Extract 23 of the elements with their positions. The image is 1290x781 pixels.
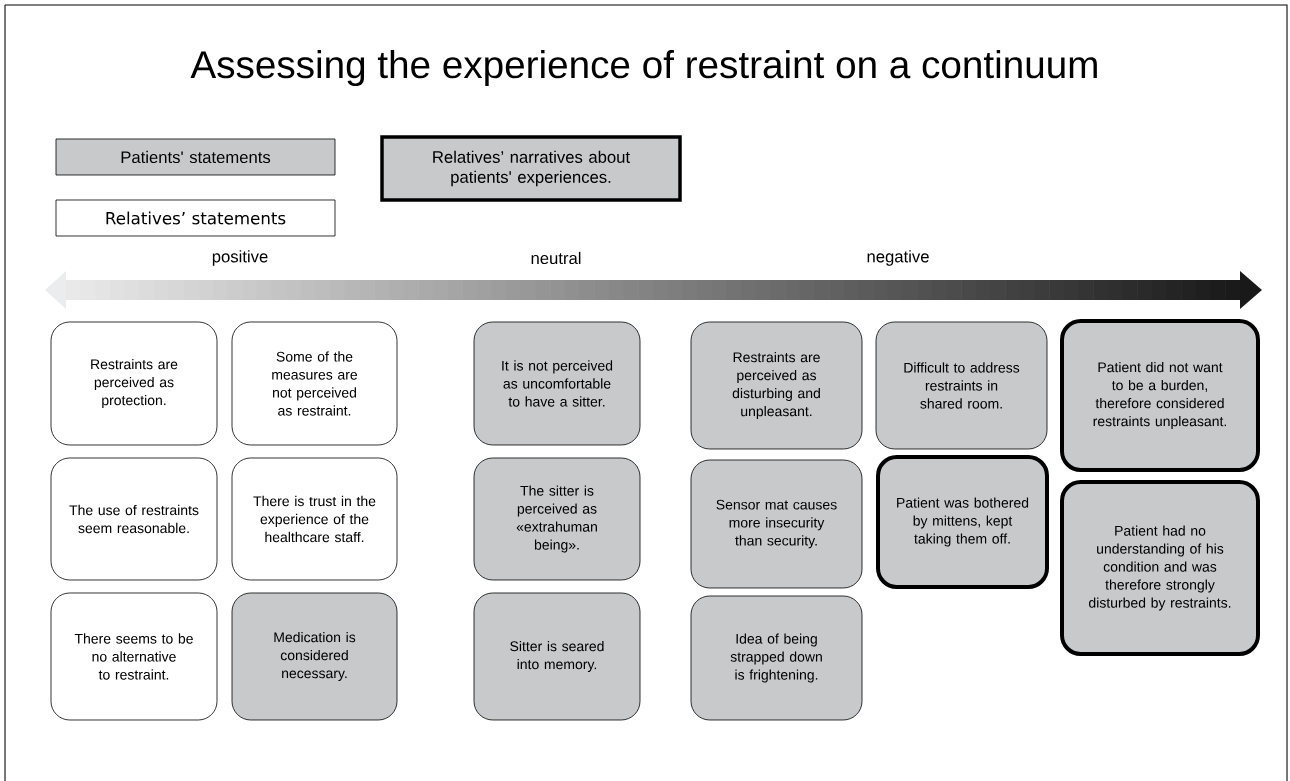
scale-label: neutral: [531, 251, 581, 265]
statement-card: Restraints are perceived as disturbing and unpleasant.: [690, 321, 863, 450]
statement-card: Patient did not want to be a burden, therefore considered restraints unpleasant.: [1060, 319, 1260, 472]
legend-box: Relatives’ statements: [55, 199, 336, 237]
legend-box: Patients' statements: [55, 138, 336, 176]
scale-label: positive: [212, 250, 268, 266]
statement-card: Difficult to address restraints in shared room.: [875, 321, 1048, 450]
scale-label: negative: [867, 250, 929, 266]
statement-card: There seems to be no alternative to restraint.: [50, 592, 218, 721]
title: Assessing the experience of restraint on a continuum: [190, 49, 1097, 86]
statement-card: Sitter is seared into memory.: [473, 592, 641, 721]
legend-box: Relatives’ narratives about patients' experiences.: [380, 135, 682, 202]
statement-card: The sitter is perceived as «extrahuman being».: [473, 457, 641, 581]
statement-card: Medication is considered necessary.: [231, 592, 398, 721]
statement-card: Restraints are perceived as protection.: [50, 321, 218, 446]
statement-card: Some of the measures are not perceived as restraint.: [231, 321, 398, 446]
statement-card: There is trust in the experience of the healthcare staff.: [231, 457, 398, 581]
statement-card: It is not perceived as uncomfortable to have a sitter.: [473, 321, 641, 446]
statement-card: Idea of being strapped down is frightening.: [690, 595, 863, 721]
statement-card: Patient had no understanding of his condition and was therefore strongly disturbed by restraints.: [1060, 480, 1260, 656]
statement-card: Patient was bothered by mittens, kept taking them off.: [876, 455, 1049, 589]
statement-card: Sensor mat causes more insecurity than security.: [690, 459, 863, 589]
statement-card: The use of restraints seem reasonable.: [50, 457, 218, 581]
